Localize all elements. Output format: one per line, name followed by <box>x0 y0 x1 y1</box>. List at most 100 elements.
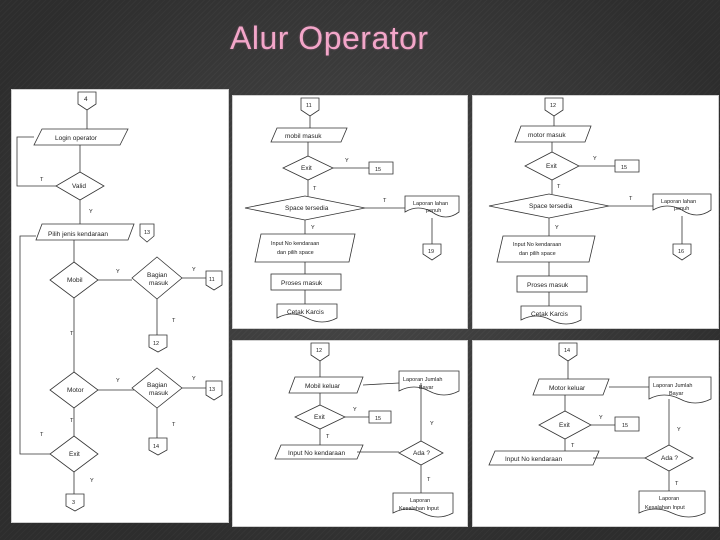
input-shape <box>288 376 364 394</box>
document-shape <box>276 303 338 323</box>
diagram-label: Y <box>430 421 434 427</box>
diagram-label: 15 <box>375 416 381 422</box>
offpage-connector <box>614 416 640 432</box>
diagram-label: T <box>629 196 633 202</box>
diagram-label: Y <box>555 225 559 231</box>
diagram-label: Y <box>116 378 120 384</box>
diagram-label: Y <box>192 376 196 382</box>
offpage-connector-start <box>300 97 320 117</box>
diagram-label: penuh <box>674 206 689 212</box>
diagram-label: Proses masuk <box>281 280 323 287</box>
diagram-label: 13 <box>209 387 215 393</box>
motor-label: Motor <box>67 387 84 394</box>
offpage-connector-start <box>544 97 564 117</box>
diagram-label: Space tersedia <box>285 205 329 212</box>
diagram-label: Ada ? <box>413 450 430 457</box>
diagram-label: Kesalahan Input <box>645 505 685 511</box>
document-shape <box>648 376 712 404</box>
flowchart-motor-keluar: 14 Motor keluar Laporan Jumlah Bayar Exi… <box>473 341 718 526</box>
diagram-label: Space tersedia <box>529 203 573 210</box>
slide-title: Alur Operator <box>230 20 429 56</box>
diagram-label: Y <box>353 407 357 413</box>
exit-label: Exit <box>69 451 80 458</box>
input-shape <box>496 235 596 263</box>
document-shape <box>520 305 582 325</box>
pilih-kendaraan-input-shape <box>35 223 135 241</box>
offpage-connector <box>205 270 223 291</box>
document-shape <box>652 193 712 216</box>
process-shape <box>270 273 342 291</box>
diagram-label: 3 <box>72 500 75 506</box>
diagram-label: Kesalahan Input <box>399 506 439 512</box>
offpage-connector <box>422 243 442 261</box>
diagram-label: Bagian <box>147 382 168 389</box>
diagram-label: Laporan <box>659 496 679 502</box>
diagram-label: T <box>70 331 74 337</box>
connector-label: 4 <box>84 96 88 103</box>
diagram-label: Laporan lahan <box>661 199 696 205</box>
diagram-label: Y <box>599 415 603 421</box>
diagram-label: T <box>172 318 176 324</box>
diagram-label: masuk <box>149 390 169 397</box>
diagram-label: Input No kendaraan <box>505 456 562 463</box>
diagram-label: Bayar <box>669 391 684 397</box>
diagram-label: 11 <box>209 277 215 283</box>
offpage-connector-start <box>77 91 97 111</box>
input-shape <box>514 125 592 143</box>
diagram-label: Laporan Jumlah <box>403 377 442 383</box>
valid-label: Valid <box>72 183 86 190</box>
connector-line <box>16 136 56 187</box>
diagram-label: 12 <box>550 103 556 109</box>
diagram-label: Mobil keluar <box>305 383 341 390</box>
pilih-kendaraan-label: Pilih jenis kendaraan <box>48 231 108 238</box>
document-shape <box>638 490 706 518</box>
connector-line <box>19 235 50 455</box>
diagram-label: 15 <box>375 167 381 173</box>
diagram-label: T <box>326 434 330 440</box>
masuk-label: masuk <box>149 280 169 287</box>
diagram-label: dan pilih space <box>519 251 556 257</box>
diagram-label: Laporan Jumlah <box>653 383 692 389</box>
diagram-label: Bayar <box>419 385 434 391</box>
diagram-label: T <box>557 184 561 190</box>
diagram-label: motor masuk <box>528 132 566 139</box>
document-shape <box>404 195 460 218</box>
diagram-label: Cetak Karcis <box>287 309 325 316</box>
diagram-label: Exit <box>301 165 312 172</box>
diagram-label: 16 <box>678 249 684 255</box>
offpage-connector <box>205 380 223 401</box>
login-label: Login operator <box>55 135 98 142</box>
offpage-connector <box>65 493 85 512</box>
diagram-label: mobil masuk <box>285 133 322 140</box>
offpage-connector <box>368 410 392 424</box>
offpage-connector-start <box>310 342 330 362</box>
diagram-label: Laporan <box>410 498 430 504</box>
diagram-label: T <box>427 477 431 483</box>
mobil-label: Mobil <box>67 277 83 284</box>
diagram-label: Cetak Karcis <box>531 311 569 318</box>
flowchart-mobil-keluar: 12 Mobil keluar Laporan Jumlah Bayar Exi… <box>233 341 467 526</box>
offpage-connector <box>139 223 155 243</box>
diagram-label: penuh <box>426 208 441 214</box>
diagram-label: Exit <box>559 422 570 429</box>
diagram-label: Y <box>116 269 120 275</box>
login-input-shape <box>33 128 129 146</box>
offpage-connector <box>368 161 394 175</box>
diagram-label: Input No kendaraan <box>271 241 319 247</box>
diagram-label: Exit <box>546 163 557 170</box>
diagram-label: dan pilih space <box>277 250 314 256</box>
diagram-label: 14 <box>564 348 570 354</box>
diagram-label: 15 <box>622 423 628 429</box>
diagram-label: Proses masuk <box>527 282 569 289</box>
diagram-label: 13 <box>144 230 150 236</box>
diagram-label: Y <box>311 225 315 231</box>
diagram-label: Exit <box>314 414 325 421</box>
input-shape <box>270 127 348 143</box>
offpage-connector <box>148 437 168 456</box>
diagram-label: Input No kendaraan <box>513 242 561 248</box>
bagian-label: Bagian <box>147 272 168 279</box>
diagram-label: Y <box>192 267 196 273</box>
input-shape <box>488 450 600 466</box>
diagram-label: T <box>172 422 176 428</box>
offpage-connector-start <box>558 342 578 362</box>
